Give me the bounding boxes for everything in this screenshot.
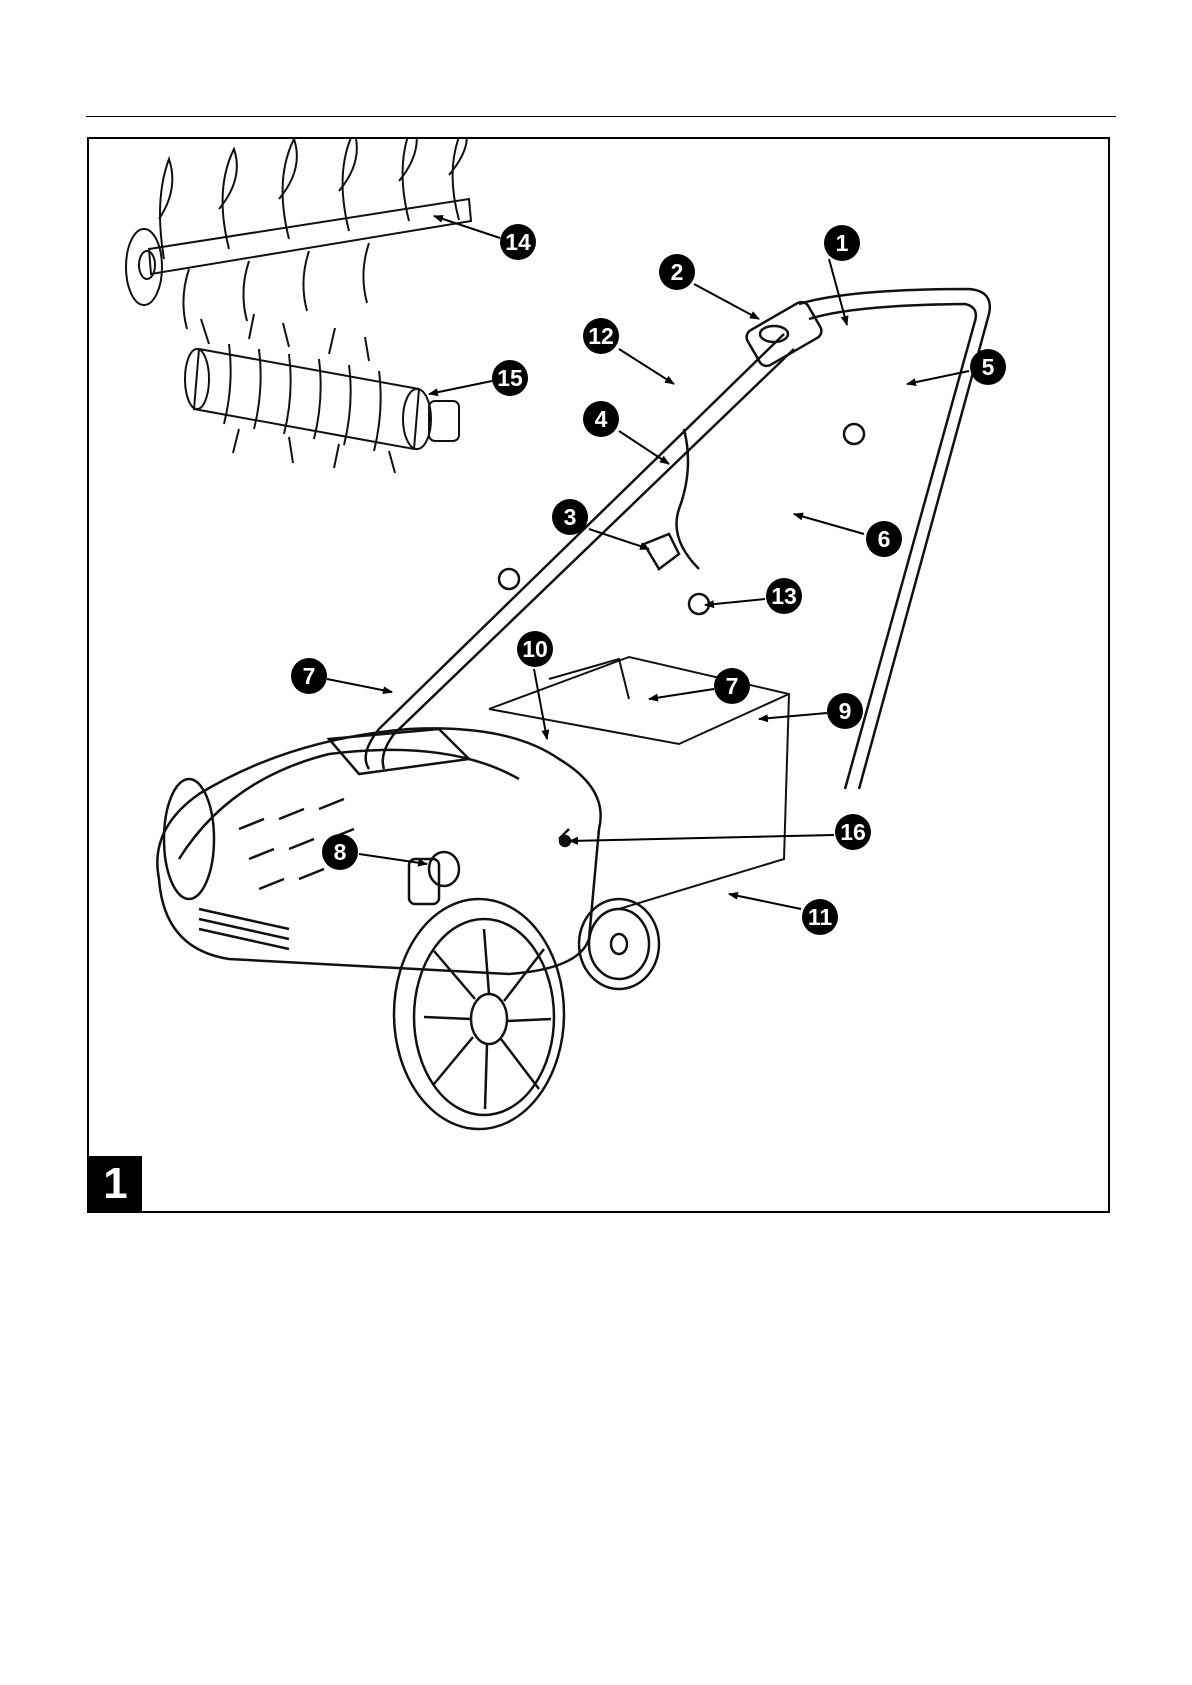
svg-text:2: 2	[671, 259, 684, 285]
blade-roller-drawing	[126, 139, 471, 329]
callout-4: 4	[583, 401, 619, 437]
leader-10	[534, 669, 547, 739]
svg-text:6: 6	[878, 526, 891, 552]
svg-text:14: 14	[505, 229, 531, 255]
callout-5: 5	[970, 349, 1006, 385]
leader-9	[759, 713, 827, 719]
svg-text:1: 1	[836, 230, 849, 256]
aerator-roller-drawing	[185, 314, 459, 473]
leader-7a	[327, 679, 392, 692]
svg-text:7: 7	[303, 663, 316, 689]
svg-text:7: 7	[726, 673, 739, 699]
svg-text:15: 15	[497, 365, 523, 391]
callout-10: 10	[517, 631, 553, 667]
leader-13	[705, 599, 765, 605]
leader-2	[694, 284, 759, 319]
leader-12	[619, 349, 674, 384]
svg-text:8: 8	[334, 839, 347, 865]
leader-7b	[649, 689, 714, 699]
header-rule	[86, 116, 1116, 117]
callout-15: 15	[492, 360, 528, 396]
leader-15	[429, 381, 492, 394]
figure-number-badge: 1	[89, 1156, 142, 1211]
svg-text:4: 4	[595, 406, 608, 432]
svg-text:16: 16	[840, 819, 866, 845]
svg-text:9: 9	[839, 698, 852, 724]
callout-14: 14	[500, 224, 536, 260]
callout-12: 12	[583, 318, 619, 354]
callout-markers: 1 2 3 4 5 6 7 7 8 9 10 11 12 13 14 15 16	[291, 224, 1006, 935]
callout-6: 6	[866, 521, 902, 557]
callout-3: 3	[552, 499, 588, 535]
svg-text:5: 5	[982, 354, 995, 380]
svg-text:10: 10	[522, 636, 548, 662]
svg-text:12: 12	[588, 323, 614, 349]
callout-2: 2	[659, 254, 695, 290]
leader-6	[794, 514, 864, 534]
svg-text:3: 3	[564, 504, 577, 530]
callout-8: 8	[322, 834, 358, 870]
leader-11	[729, 894, 801, 909]
callout-16: 16	[835, 814, 871, 850]
leader-16	[569, 835, 834, 841]
leader-14	[434, 216, 500, 238]
leader-4	[619, 431, 669, 464]
svg-text:11: 11	[808, 904, 833, 930]
svg-text:13: 13	[771, 583, 797, 609]
leader-1	[829, 259, 847, 325]
callout-7a: 7	[291, 658, 327, 694]
scarifier-diagram: 1 2 3 4 5 6 7 7 8 9 10 11 12 13 14 15 16	[89, 139, 1108, 1211]
callout-leaders	[327, 216, 969, 909]
callout-1: 1	[824, 225, 860, 261]
callout-7b: 7	[714, 668, 750, 704]
figure-frame: 1 2 3 4 5 6 7 7 8 9 10 11 12 13 14 15 16…	[87, 137, 1110, 1213]
callout-13: 13	[766, 578, 802, 614]
wheels-drawing	[164, 779, 659, 1129]
callout-9: 9	[827, 693, 863, 729]
scarifier-body-drawing	[157, 728, 600, 974]
callout-11: 11	[802, 899, 838, 935]
